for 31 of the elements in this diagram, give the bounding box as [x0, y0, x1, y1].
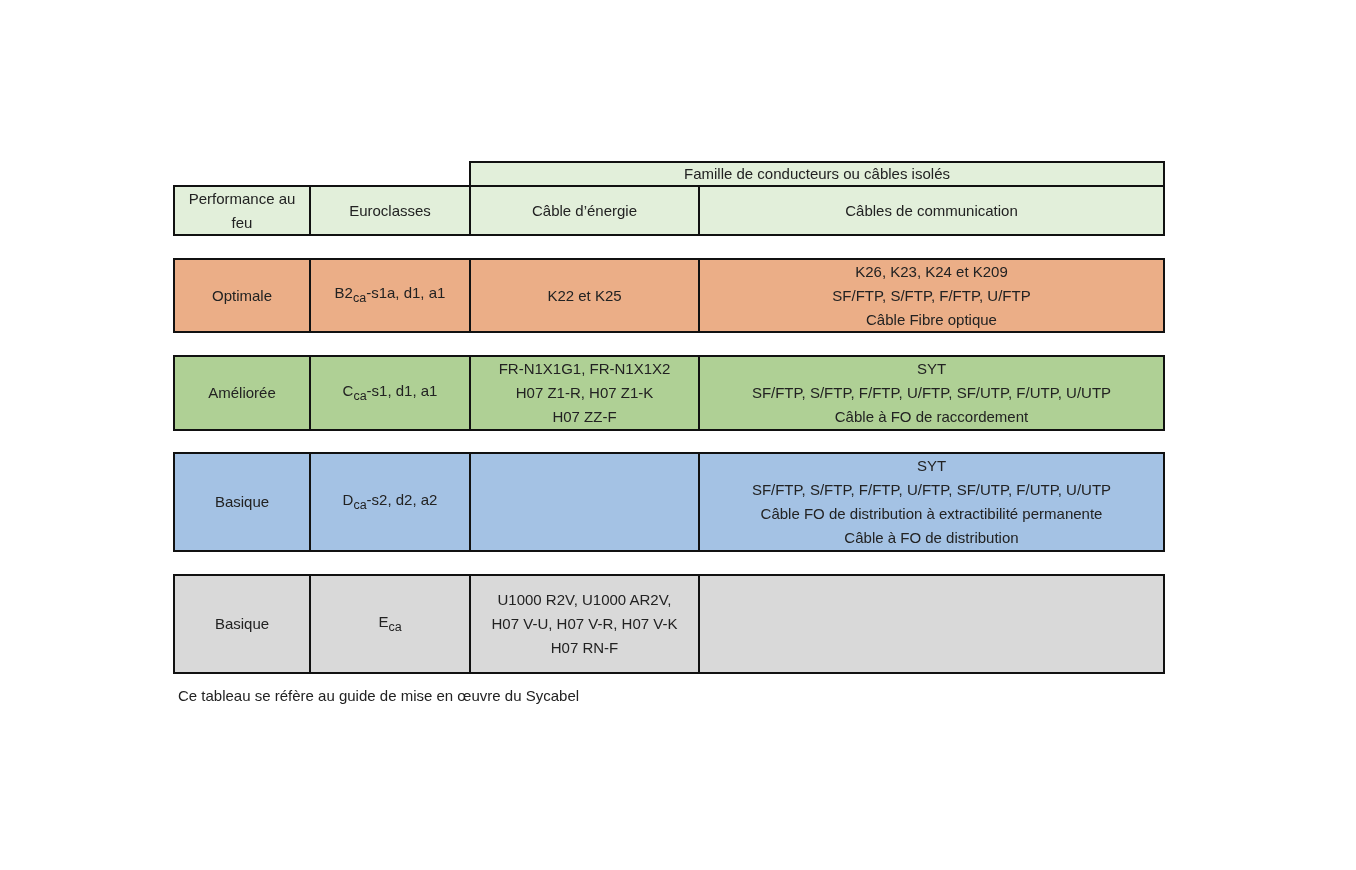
cell-text: Câble Fibre optique — [866, 309, 997, 330]
cell-text: SF/FTP, S/FTP, F/FTP, U/FTP, SF/UTP, F/UTP, U/UTP — [751, 480, 1112, 500]
cell-text: Câble à FO de raccordement — [834, 407, 1029, 427]
table-note: Ce tableau se réfère au guide de mise en œuvre du Sycabel — [178, 687, 580, 704]
cell-text: K22 et K25 — [547, 285, 622, 306]
cell-text: H07 ZZ-F — [552, 407, 617, 427]
cell-text: Câble d’énergie — [531, 200, 638, 221]
cell-text: H07 Z1-R, H07 Z1-K — [515, 383, 654, 403]
cell-text: SF/FTP, S/FTP, F/FTP, U/FTP, SF/UTP, F/UTP, U/UTP — [751, 383, 1112, 403]
cell-text: Câble FO de distribution à extractibilité permanente — [760, 504, 1103, 524]
cell-text: B2$_{ca}$-s1a, d1, a1 — [334, 283, 446, 307]
cell-text: Performance au feu — [187, 188, 297, 233]
cell-text: D$_{ca}$-s2, d2, a2 — [342, 489, 438, 514]
cell-text: Câbles de communication — [845, 200, 1018, 221]
cell-text: Optimale — [212, 285, 272, 306]
cell-text: SYT — [916, 359, 947, 379]
cell-text: U1000 R2V, U1000 AR2V, — [497, 590, 672, 610]
cell-text: Câble à FO de distribution — [844, 528, 1019, 548]
cell-text: C$_{ca}$-s1, d1, a1 — [342, 380, 438, 405]
cell-text: Basique — [214, 492, 270, 512]
cell-text: H07 RN-F — [550, 638, 619, 658]
cell-text: Basique — [214, 614, 270, 634]
cell-text: Famille de conducteurs ou câbles isolés — [684, 164, 950, 184]
cell-text: SYT — [916, 456, 947, 476]
cell-text: Euroclasses — [349, 200, 431, 221]
cell-text: Améliorée — [208, 383, 276, 403]
cell-text: H07 V-U, H07 V-R, H07 V-K — [491, 614, 678, 634]
cell-text: FR-N1X1G1, FR-N1X1X2 — [498, 359, 671, 379]
cell-text: E$_{ca}$ — [378, 611, 402, 636]
cell-text: K26, K23, K24 et K209 — [855, 261, 1008, 282]
cell-text: SF/FTP, S/FTP, F/FTP, U/FTP — [832, 285, 1031, 306]
